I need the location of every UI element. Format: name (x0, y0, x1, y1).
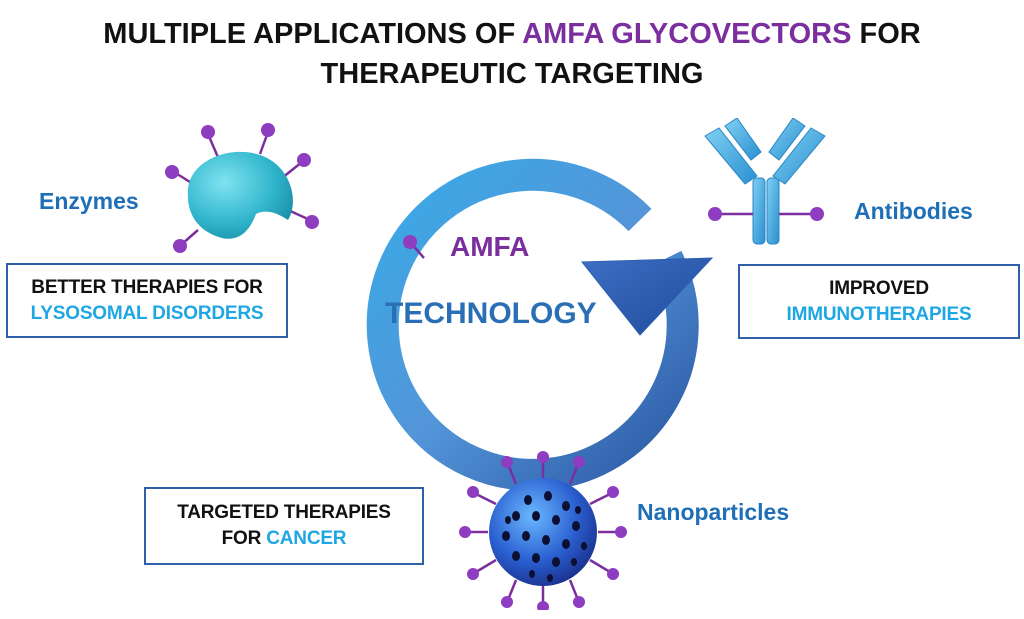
center-technology-label: TECHNOLOGY (385, 297, 597, 330)
enzymes-box: BETTER THERAPIES FOR LYSOSOMAL DISORDERS (6, 263, 288, 338)
antibodies-box-line-2: IMMUNOTHERAPIES (786, 303, 972, 325)
enzymes-box-line-2: LYSOSOMAL DISORDERS (30, 302, 264, 324)
antibodies-box: IMPROVED IMMUNOTHERAPIES (738, 264, 1020, 339)
title-line-2: THERAPEUTIC TARGETING (320, 58, 704, 90)
nanoparticles-box-line-1: TARGETED THERAPIES (177, 502, 391, 523)
page-title: MULTIPLE APPLICATIONS OF AMFA GLYCOVECTO… (0, 14, 1024, 94)
antibody-icon (704, 118, 826, 245)
nanoparticles-box-line-2: FOR CANCER (221, 528, 347, 549)
enzyme-icon (165, 123, 319, 253)
enzymes-box-line-1: BETTER THERAPIES FOR (31, 276, 263, 298)
nanoparticles-box: TARGETED THERAPIES FOR CANCER (144, 487, 424, 565)
nanoparticles-label: Nanoparticles (637, 499, 790, 525)
nanoparticle-icon (459, 451, 627, 610)
enzymes-label: Enzymes (39, 188, 139, 214)
glyco-pin-icon (403, 235, 425, 259)
center-amfa-label: AMFA (450, 231, 530, 262)
antibodies-label: Antibodies (854, 198, 973, 224)
antibodies-box-line-1: IMPROVED (829, 277, 929, 299)
title-line-1: MULTIPLE APPLICATIONS OF AMFA GLYCOVECTO… (103, 18, 921, 50)
